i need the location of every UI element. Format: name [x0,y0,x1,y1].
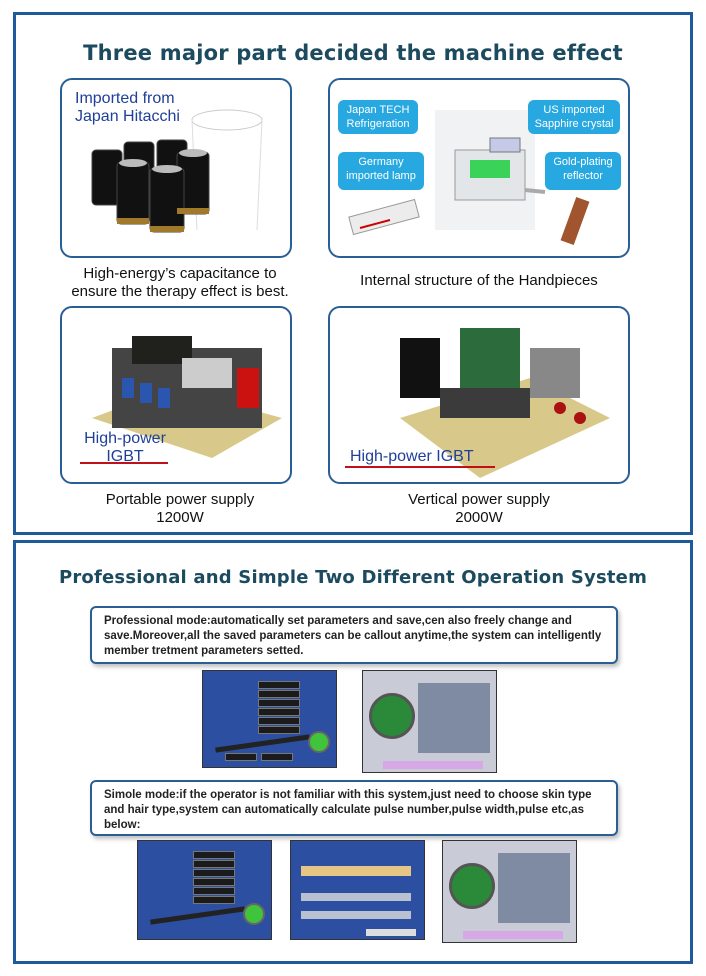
portable-caption: Portable power supply 1200W [105,491,255,526]
simple-treatment-screenshot [442,840,577,943]
bubble-refrigeration: Japan TECH Refrigeration [338,100,418,134]
bottom-heading: Professional and Simple Two Different Op… [58,567,648,588]
vertical-supply-illustration [400,328,610,478]
portable-supply-illustration [92,336,282,458]
portable-igbt-label: High-power IGBT [84,430,166,465]
handpiece-caption: Internal structure of the Handpieces [360,272,598,289]
professional-mode-description: Professional mode:automatically set para… [90,606,618,664]
professional-treatment-screenshot [362,670,497,773]
portable-igbt-pointer [80,462,168,464]
bubble-sapphire: US imported Sapphire crystal [528,100,620,134]
vertical-caption: Vertical power supply 2000W [408,491,550,526]
capacitor-caption: High-energy’s capacitance to ensure the … [71,265,289,300]
vertical-supply-image-box [328,306,630,484]
simple-menu-screenshot [137,840,272,940]
portable-supply-image-box [60,306,292,484]
handpiece-illustration [348,110,590,246]
vertical-igbt-pointer [345,466,495,468]
bubble-reflector: Gold-plating reflector [545,152,621,190]
simple-parameter-screenshot [290,840,425,940]
bubble-lamp: Germany imported lamp [338,152,424,190]
capacitor-illustration [91,109,263,233]
top-heading: Three major part decided the machine eff… [83,41,623,65]
capacitor-origin-label: Imported from Japan Hitacchi [75,90,180,125]
capacitor-image-box [60,78,292,258]
professional-menu-screenshot [202,670,337,768]
simple-mode-description: Simole mode:if the operator is not famil… [90,780,618,836]
vertical-igbt-label: High-power IGBT [350,448,474,465]
